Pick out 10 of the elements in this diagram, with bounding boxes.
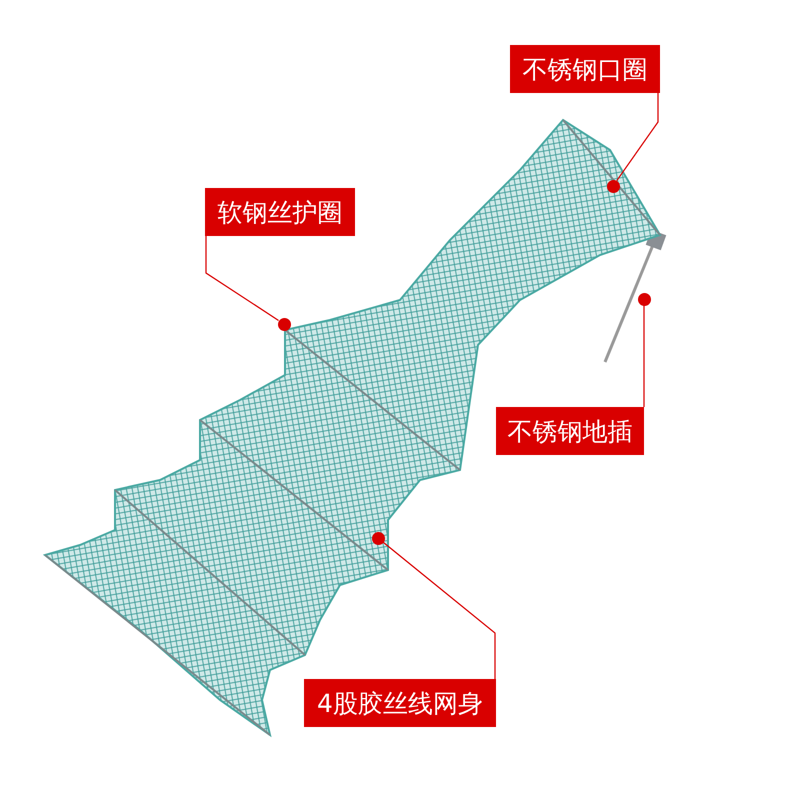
callout-label: 4股胶丝线网身: [304, 679, 496, 727]
callout-label: 软钢丝护圈: [205, 188, 355, 236]
callout-label: 不锈钢地插: [496, 407, 644, 455]
leader-line: [643, 306, 645, 407]
marker-dot: [638, 292, 650, 306]
leader-line: [382, 542, 496, 679]
leader-line: [616, 93, 659, 182]
leader-line: [205, 236, 279, 321]
callout-label: 不锈钢口圈: [510, 45, 660, 93]
marker-dot: [278, 318, 290, 330]
